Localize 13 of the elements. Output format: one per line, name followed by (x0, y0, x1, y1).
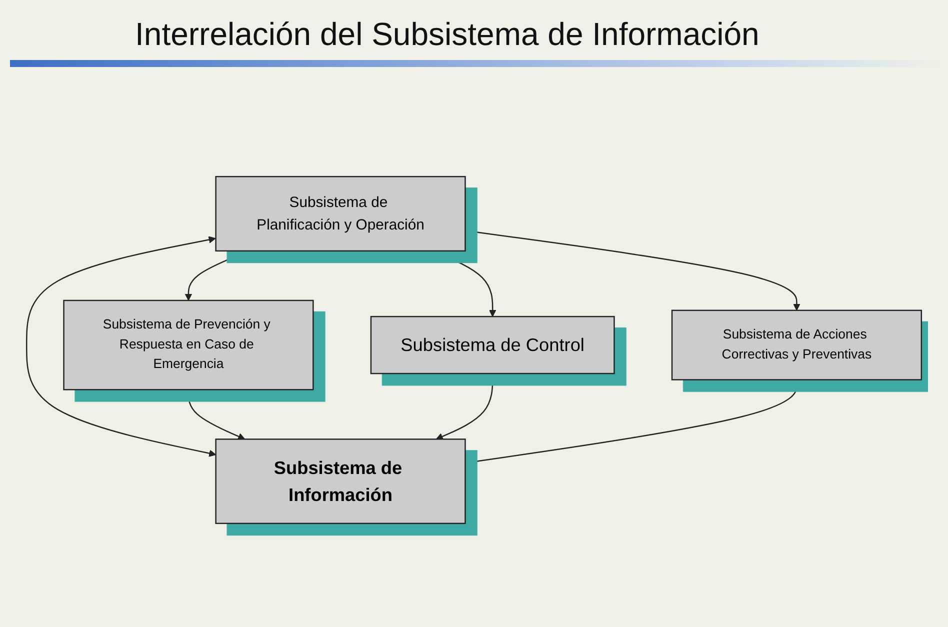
node-box: Subsistema de Control (370, 316, 615, 374)
arrow (436, 374, 494, 440)
node-box: Subsistema de Información (215, 438, 466, 524)
arrow (464, 380, 798, 466)
arrow (465, 230, 800, 311)
diagram-title: Interrelación del Subsistema de Información (135, 16, 760, 53)
node-box: Subsistema de Acciones Correctivas y Preventivas (671, 310, 922, 380)
arrow (188, 390, 246, 440)
arrow (432, 250, 496, 317)
arrow (26, 236, 216, 457)
node-box: Subsistema de Prevención y Respuesta en Caso de Emergencia (63, 300, 314, 390)
arrow (184, 250, 250, 301)
node-box: Subsistema de Planificación y Operación (215, 176, 466, 252)
